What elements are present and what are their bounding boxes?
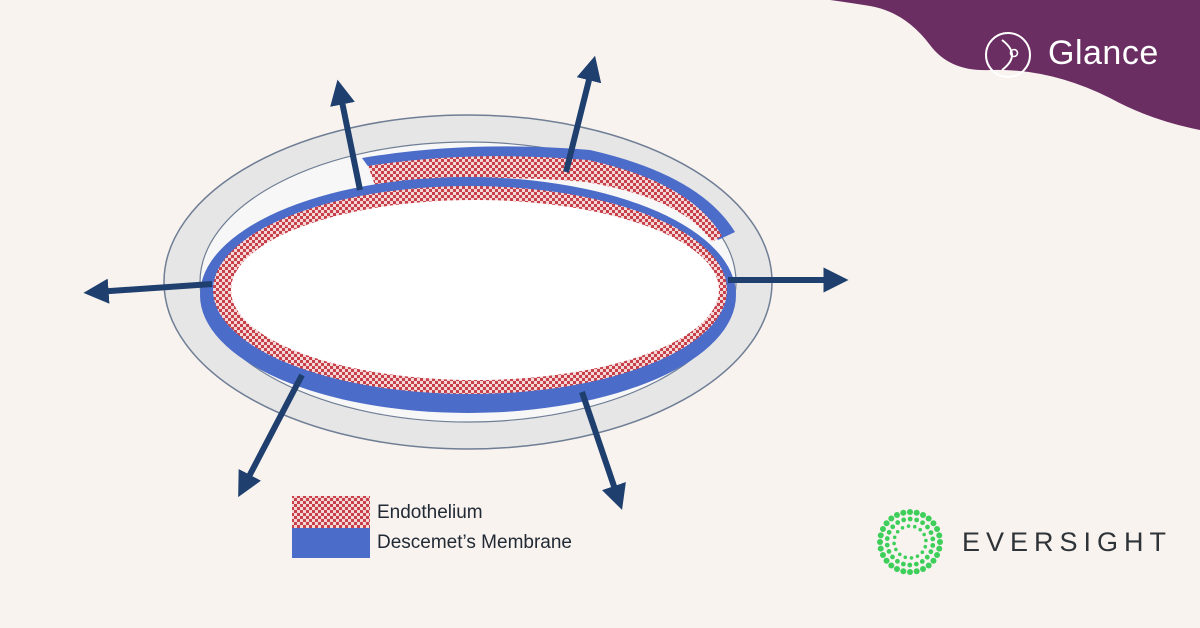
logo-dot	[890, 554, 895, 560]
logo-dot	[918, 527, 923, 532]
logo-dot	[893, 511, 900, 518]
logo-dot	[884, 536, 890, 541]
logo-dot	[920, 566, 927, 573]
logo-dot	[884, 542, 890, 548]
arrow-bottom-right	[579, 391, 626, 510]
legend-swatch-endothelium	[292, 496, 370, 528]
logo-dot	[920, 511, 927, 518]
logo-dot	[907, 509, 913, 515]
logo-dot	[879, 552, 886, 559]
legend-swatch-descemet	[292, 528, 370, 558]
expansion-arrows	[83, 55, 849, 510]
logo-dot	[934, 525, 941, 532]
logo-dot	[919, 559, 925, 564]
logo-dot	[925, 562, 932, 569]
logo-dot	[907, 516, 913, 522]
logo-dot	[906, 524, 911, 528]
logo-dot	[894, 547, 898, 552]
logo-dot	[925, 524, 930, 530]
logo-dot	[930, 536, 936, 542]
logo-dot	[920, 520, 925, 526]
logo-dot	[930, 520, 937, 527]
logo-dot	[936, 532, 943, 539]
logo-dot	[900, 561, 906, 567]
logo-dot	[895, 520, 901, 525]
dotted-ring-icon	[877, 509, 943, 575]
logo-dot	[923, 544, 928, 549]
logo-dot	[895, 529, 900, 534]
logo-dot	[892, 535, 897, 540]
logo-dot	[915, 554, 920, 558]
logo-dot	[888, 515, 895, 522]
arrow-left	[83, 278, 213, 304]
eye-circle-icon	[985, 32, 1031, 78]
logo-dot	[877, 545, 884, 552]
logo-dot	[922, 532, 926, 537]
eversight-brand-name: EVERSIGHT	[962, 527, 1173, 557]
logo-dot	[879, 525, 886, 532]
logo-dot	[913, 509, 920, 516]
logo-dot	[924, 538, 928, 543]
glance-banner	[830, 0, 1200, 130]
logo-dot	[900, 509, 907, 516]
logo-dot	[913, 561, 919, 567]
logo-dot	[934, 552, 941, 559]
logo-dot	[930, 543, 936, 548]
logo-dot	[907, 562, 913, 568]
logo-dot	[877, 539, 883, 545]
logo-dot	[925, 515, 932, 522]
logo-dot	[890, 524, 896, 530]
logo-dot	[886, 529, 892, 535]
logo-dot	[883, 557, 890, 564]
logo-dot	[877, 532, 884, 539]
logo-dot	[912, 524, 917, 529]
graft-center	[231, 200, 719, 380]
logo-dot	[886, 549, 892, 554]
logo-dot	[924, 554, 930, 560]
logo-dot	[893, 566, 900, 573]
logo-dot	[920, 550, 925, 555]
logo-dot	[888, 562, 895, 569]
arrow-bottom-left	[238, 373, 305, 498]
arrow-top-left	[330, 79, 363, 191]
logo-dot	[928, 530, 934, 535]
legend-label-endothelium: Endothelium	[377, 502, 483, 523]
logo-dot	[907, 569, 913, 575]
logo-dot	[895, 558, 900, 564]
arrow-top-right	[563, 55, 602, 173]
logo-dot	[883, 520, 890, 527]
logo-dot	[909, 556, 914, 560]
logo-dot	[913, 568, 920, 575]
legend-label-descemets-membrane: Descemet’s Membrane	[377, 532, 573, 553]
logo-dot	[937, 539, 943, 545]
logo-dot	[903, 555, 908, 560]
logo-dot	[914, 517, 920, 523]
logo-dot	[892, 541, 896, 546]
glance-brand-name: Glance	[1048, 34, 1159, 72]
logo-dot	[901, 517, 907, 523]
logo-dot	[936, 545, 943, 552]
logo-dot	[900, 526, 905, 530]
logo-dot	[928, 549, 934, 555]
logo-dot	[900, 568, 907, 575]
logo-dot	[897, 552, 902, 557]
logo-dot	[930, 557, 937, 564]
